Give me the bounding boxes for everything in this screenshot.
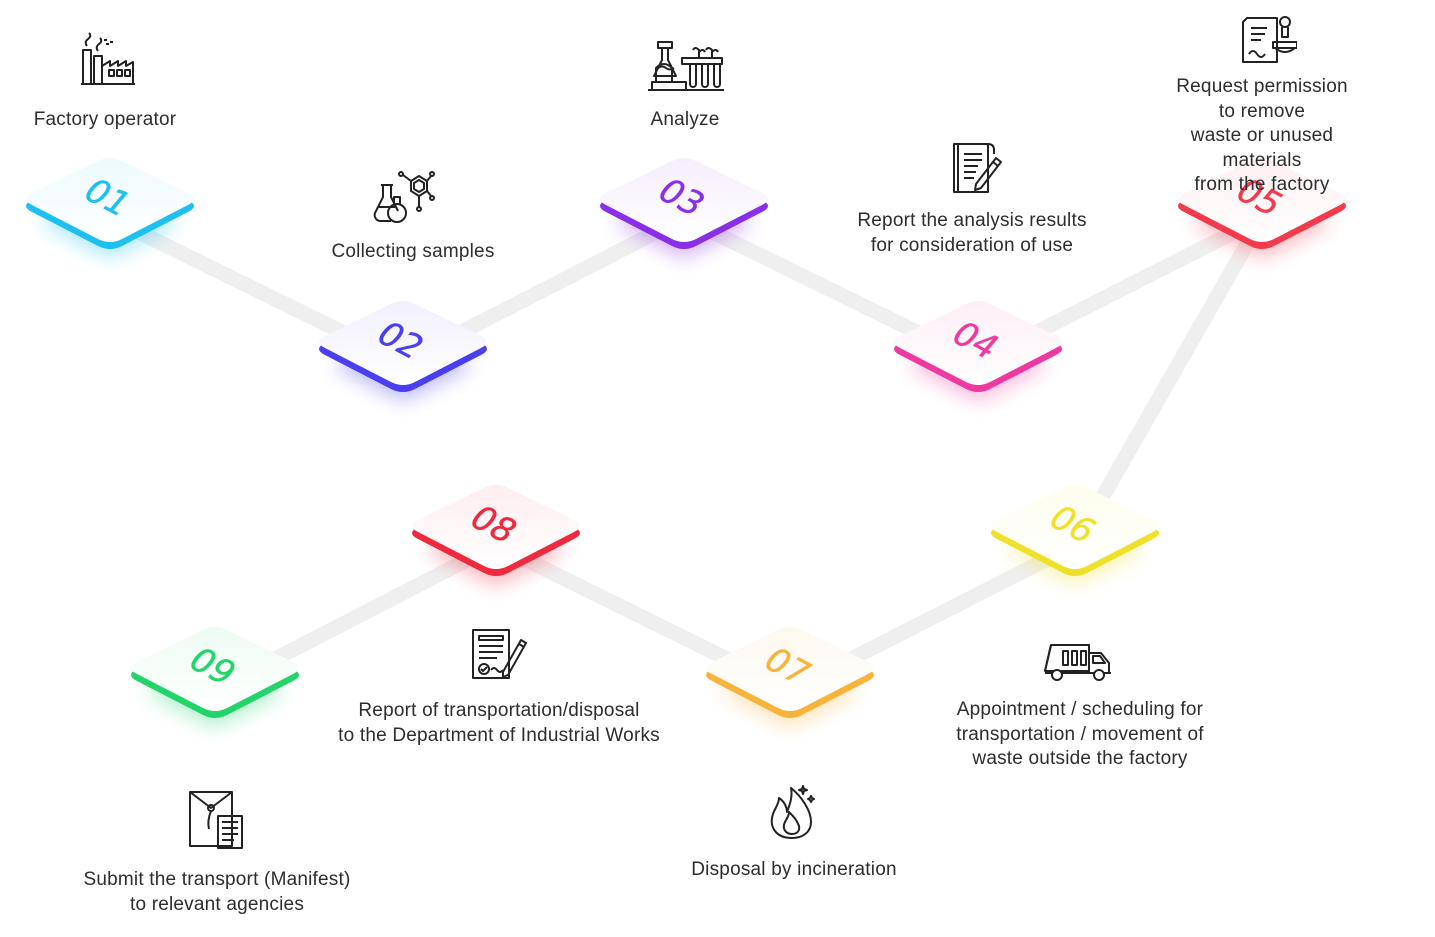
- tile-face: [319, 301, 487, 385]
- tile-face: [894, 301, 1062, 385]
- step-07: 07: [700, 619, 880, 729]
- step-09: 09: [125, 619, 305, 729]
- tile-face: [706, 627, 874, 711]
- step-01: 01: [20, 150, 200, 260]
- step-08: 08: [406, 477, 586, 587]
- step-02: 02: [313, 293, 493, 403]
- factory-icon: [79, 32, 137, 88]
- step-03-label: Analyze: [650, 109, 720, 130]
- step-04-label: Report the analysis results for consider…: [857, 210, 1087, 256]
- step-05: 05: [1172, 150, 1352, 260]
- step-08-label: Report of transportation/disposal to the…: [338, 700, 660, 746]
- step-04: 04: [888, 293, 1068, 403]
- tile-face: [1178, 158, 1346, 242]
- connector-05-06: [1067, 210, 1270, 553]
- tile-face: [131, 627, 299, 711]
- manifest-envelope-icon: [188, 790, 248, 850]
- step-06-label: Appointment / scheduling for transportat…: [956, 699, 1204, 769]
- step-03: 03: [594, 150, 774, 260]
- step-02-label: Collecting samples: [331, 241, 495, 262]
- lab-flasks-icon: [373, 167, 435, 225]
- tile-face: [412, 485, 580, 569]
- report-document-icon: [948, 140, 1004, 196]
- lab-analysis-icon: [646, 38, 726, 94]
- step-09-label: Submit the transport (Manifest) to relev…: [83, 869, 351, 915]
- signed-report-icon: [469, 626, 527, 682]
- step-05-label: Request permission to remove waste or un…: [1176, 76, 1348, 195]
- garbage-truck-icon: [1043, 641, 1113, 683]
- step-01-label: Factory operator: [33, 109, 177, 130]
- stamp-document-icon: [1239, 14, 1297, 66]
- step-06: 06: [985, 477, 1165, 587]
- step-07-label: Disposal by incineration: [691, 859, 897, 880]
- tile-face: [600, 158, 768, 242]
- tile-face: [991, 485, 1159, 569]
- tile-face: [26, 158, 194, 242]
- fire-icon: [767, 782, 817, 842]
